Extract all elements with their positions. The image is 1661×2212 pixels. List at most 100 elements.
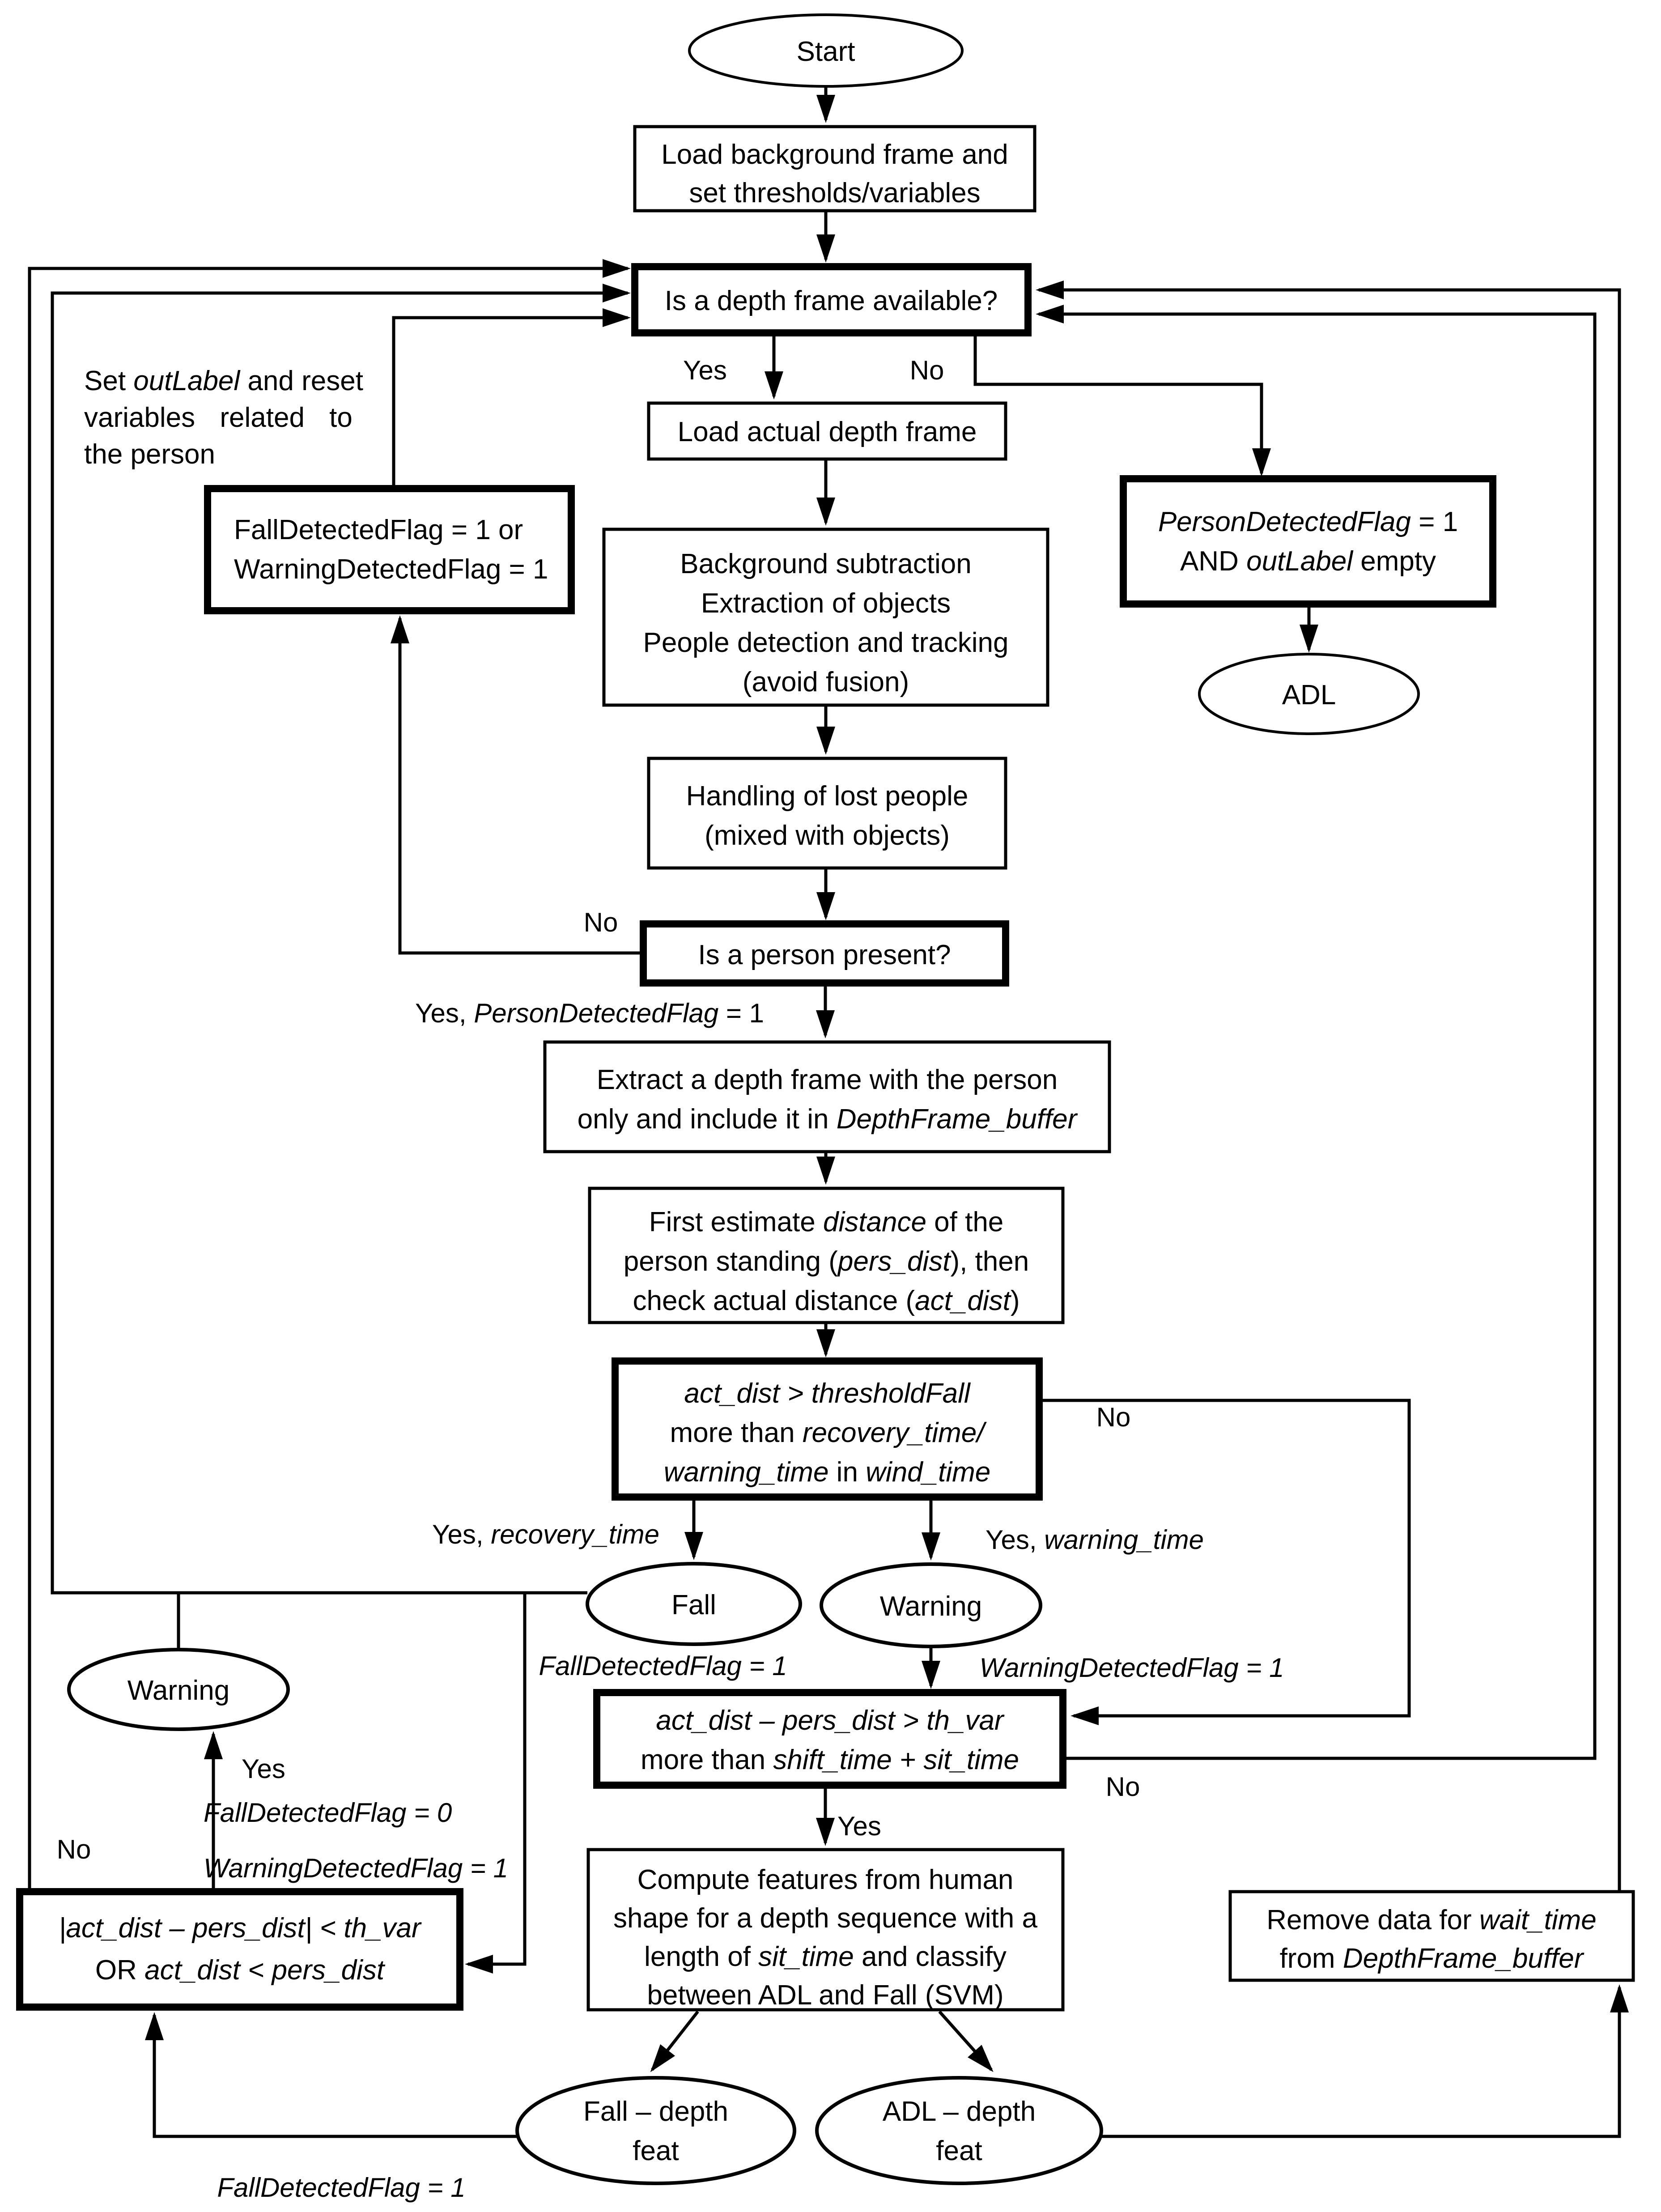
svg-text:OR act_dist < pers_dist: OR act_dist < pers_dist [95,1955,386,1986]
svg-text:Fall: Fall [671,1590,716,1621]
annotation-set-outlabel: Set outLabel and reset variables related… [84,366,363,470]
svg-text:FallDetectedFlag = 1 or: FallDetectedFlag = 1 or [234,515,523,545]
edge-fall-bus-depth-loop [51,284,631,1595]
node-actdist-persdist-thvar: act_dist – pers_dist > th_var more than … [593,1689,1066,1789]
svg-text:from DepthFrame_buffer: from DepthFrame_buffer [1280,1943,1585,1974]
edge-thresh-no-actpers [1039,1399,1411,1725]
node-warning-left: Warning [67,1648,290,1731]
edge-remove-depth-loop [1036,281,1621,1892]
edge-fallflag-depth-loop [392,308,631,489]
fall-depth-feat-ellipse [515,2076,796,2185]
label-warningdetectedflag-1b: WarningDetectedFlag = 1 [204,1853,508,1883]
svg-text:Warning: Warning [127,1675,230,1706]
edge-depth-no-pdf [973,333,1271,476]
svg-text:warning_time in wind_time: warning_time in wind_time [664,1457,991,1488]
adl-ellipse [1198,653,1420,735]
label-yes-absbox: Yes [242,1754,285,1784]
node-compute-features: Compute features from human shape for a … [586,1848,1065,2012]
svg-text:person standing (pers_dist), t: person standing (pers_dist), then [624,1246,1029,1277]
svg-text:WarningDetectedFlag = 1: WarningDetectedFlag = 1 [234,554,548,585]
svg-text:act_dist – pers_dist > th_var: act_dist – pers_dist > th_var [656,1705,1005,1736]
label-no-thresh: No [1096,1402,1131,1432]
label-no-person: No [584,907,618,937]
edge-compute-fallfeat [650,2010,699,2072]
node-fallflag-condition: FallDetectedFlag = 1 or WarningDetectedF… [204,485,575,614]
node-warning: Warning [820,1562,1042,1648]
svg-text:the person: the person [84,439,215,470]
edge-actpers-no-depth-loop [1036,305,1597,1760]
svg-text:ADL – depth: ADL – depth [883,2096,1036,2127]
svg-text:Extract a depth frame with the: Extract a depth frame with the person [597,1064,1058,1095]
svg-text:length of sit_time and classif: length of sit_time and classify [644,1941,1007,1972]
edge-fallfeat-absbox [145,2012,517,2138]
svg-text:feat: feat [633,2135,679,2166]
node-handling-lost-people: Handling of lost people (mixed with obje… [647,757,1007,870]
svg-text:Extraction of objects: Extraction of objects [701,588,951,619]
svg-text:set thresholds/variables: set thresholds/variables [689,178,980,208]
svg-text:more than shift_time + sit_tim: more than shift_time + sit_time [641,1744,1019,1775]
label-no-depth: No [910,355,944,385]
label-yes-warning-time: Yes, warning_time [986,1525,1204,1555]
node-fall: Fall [586,1562,802,1646]
svg-text:Fall – depth: Fall – depth [583,2096,728,2127]
svg-text:check actual distance (act_dis: check actual distance (act_dist) [633,1285,1020,1316]
label-no-actpers: No [1106,1772,1140,1802]
node-remove-data: Remove data for wait_time from DepthFram… [1228,1890,1635,1982]
svg-text:feat: feat [936,2135,982,2166]
svg-text:between ADL and Fall (SVM): between ADL and Fall (SVM) [647,1980,1003,2011]
label-yes-depth: Yes [683,355,727,385]
node-extract-depth-frame: Extract a depth frame with the person on… [543,1040,1111,1153]
svg-text:only and include it in DepthFr: only and include it in DepthFrame_buffer [578,1104,1078,1135]
node-load-actual-depth-frame: Load actual depth frame [647,401,1007,461]
svg-text:act_dist > thresholdFall: act_dist > thresholdFall [684,1378,971,1409]
edge-fall-absbox [465,1593,527,1974]
svg-text:shape for a depth sequence wit: shape for a depth sequence with a [613,1903,1037,1934]
svg-text:Background subtraction: Background subtraction [680,549,971,579]
label-falldetectedflag-0: FallDetectedFlag = 0 [204,1798,452,1828]
label-yes-actpers: Yes [837,1811,881,1841]
svg-text:Load actual depth frame: Load actual depth frame [678,417,977,447]
start-label: Start [797,36,855,67]
label-no-absbox: No [57,1834,91,1864]
node-depth-frame-available: Is a depth frame available? [631,263,1032,336]
svg-text:ADL: ADL [1282,680,1336,710]
label-yes-recovery-time: Yes, recovery_time [432,1519,659,1549]
edge-adlfeat-remove [1101,1984,1629,2138]
svg-text:Load background frame and: Load background frame and [661,139,1008,170]
node-actdist-thresholdfall: act_dist > thresholdFall more than recov… [612,1357,1043,1501]
node-fall-depth-feat: Fall – depth feat [515,2076,796,2185]
node-persondetectedflag: PersonDetectedFlag = 1 AND outLabel empt… [1120,475,1496,608]
node-adl-depth-feat: ADL – depth feat [815,2076,1103,2185]
adl-depth-feat-ellipse [815,2076,1103,2185]
svg-text:(mixed with objects): (mixed with objects) [705,820,950,851]
svg-text:First estimate distance of the: First estimate distance of the [649,1207,1004,1238]
edge-compute-adlfeat [938,2010,994,2072]
svg-text:(avoid fusion): (avoid fusion) [743,667,909,698]
svg-text:Is a person present?: Is a person present? [698,940,951,970]
node-background-subtraction: Background subtraction Extraction of obj… [602,527,1049,707]
warning-ellipse [820,1562,1042,1648]
edge-absbox-no-depth-loop [28,259,631,1892]
svg-text:more than recovery_time/: more than recovery_time/ [670,1417,987,1448]
nodes: Start Load background frame and set thre… [16,13,1635,2185]
svg-text:Compute features from human: Compute features from human [637,1864,1014,1895]
node-adl: ADL [1198,653,1420,735]
label-falldetectedflag-1: FallDetectedFlag = 1 [539,1651,787,1681]
svg-text:|act_dist – pers_dist| < th_va: |act_dist – pers_dist| < th_var [59,1913,422,1944]
svg-text:Remove data for wait_time: Remove data for wait_time [1266,1905,1596,1936]
svg-text:Warning: Warning [880,1591,982,1622]
label-falldetectedflag-1-bottom: FallDetectedFlag = 1 [217,2173,465,2203]
svg-text:Is a depth frame available?: Is a depth frame available? [665,285,998,316]
svg-text:AND outLabel empty: AND outLabel empty [1180,546,1436,577]
warning-left-ellipse [67,1648,290,1731]
edge-person-no-fallflag [391,615,643,955]
node-first-estimate-distance: First estimate distance of the person st… [588,1187,1065,1324]
node-start: Start [688,13,964,88]
svg-text:PersonDetectedFlag = 1: PersonDetectedFlag = 1 [1158,506,1458,537]
svg-text:Handling of lost people: Handling of lost people [686,781,969,812]
edges [28,88,1629,2138]
label-yes-persondetected: Yes, PersonDetectedFlag = 1 [415,998,764,1028]
fall-ellipse [586,1562,802,1646]
svg-text:People detection and tracking: People detection and tracking [643,627,1009,658]
